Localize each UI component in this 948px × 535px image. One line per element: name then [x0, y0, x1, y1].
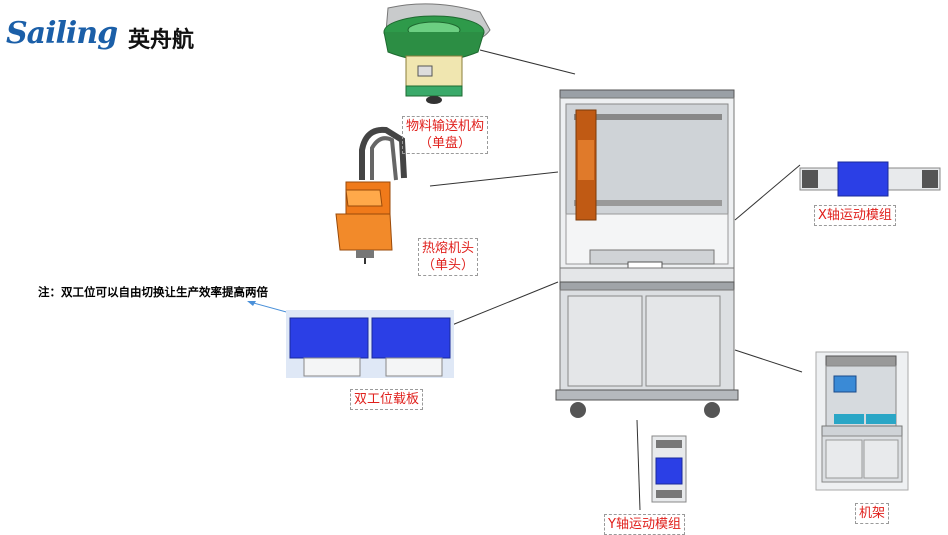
label-hot-melt-head: 热熔机头 （单头） — [418, 238, 479, 276]
main-machine-image — [555, 89, 739, 418]
connector-dual-station — [451, 281, 559, 326]
connector-feeder — [479, 49, 576, 75]
label-x-axis: X轴运动模组 — [814, 205, 896, 226]
connector-head — [429, 171, 559, 187]
label-feeder-line2: （单盘） — [419, 136, 472, 151]
label-head-line1: 热熔机头 — [422, 241, 475, 256]
dual-station-image — [286, 310, 454, 378]
connector-lines — [429, 49, 803, 511]
brand-logo-script: Sailing — [6, 16, 118, 51]
connector-y-axis — [636, 419, 641, 511]
label-dual-station: 双工位载板 — [350, 389, 424, 410]
label-frame: 机架 — [855, 503, 890, 524]
y-axis-module-image — [651, 435, 687, 503]
brand-logo-chinese: 英舟航 — [128, 28, 195, 53]
feeder-bowl-image — [383, 3, 491, 104]
label-head-line2: （单头） — [422, 258, 475, 273]
label-feeder-line1: 物料输送机构 — [406, 119, 485, 134]
hot-melt-head-image — [335, 126, 407, 264]
label-y-axis: Y轴运动模组 — [604, 514, 685, 535]
label-feeder: 物料输送机构 （单盘） — [402, 116, 489, 154]
connector-frame — [734, 349, 803, 373]
connector-x-axis — [734, 164, 801, 221]
frame-image — [815, 351, 909, 491]
note-arrow — [247, 301, 291, 314]
x-axis-module-image — [799, 161, 941, 197]
note-text: 注：双工位可以自由切换让生产效率提高两倍 — [38, 285, 268, 299]
